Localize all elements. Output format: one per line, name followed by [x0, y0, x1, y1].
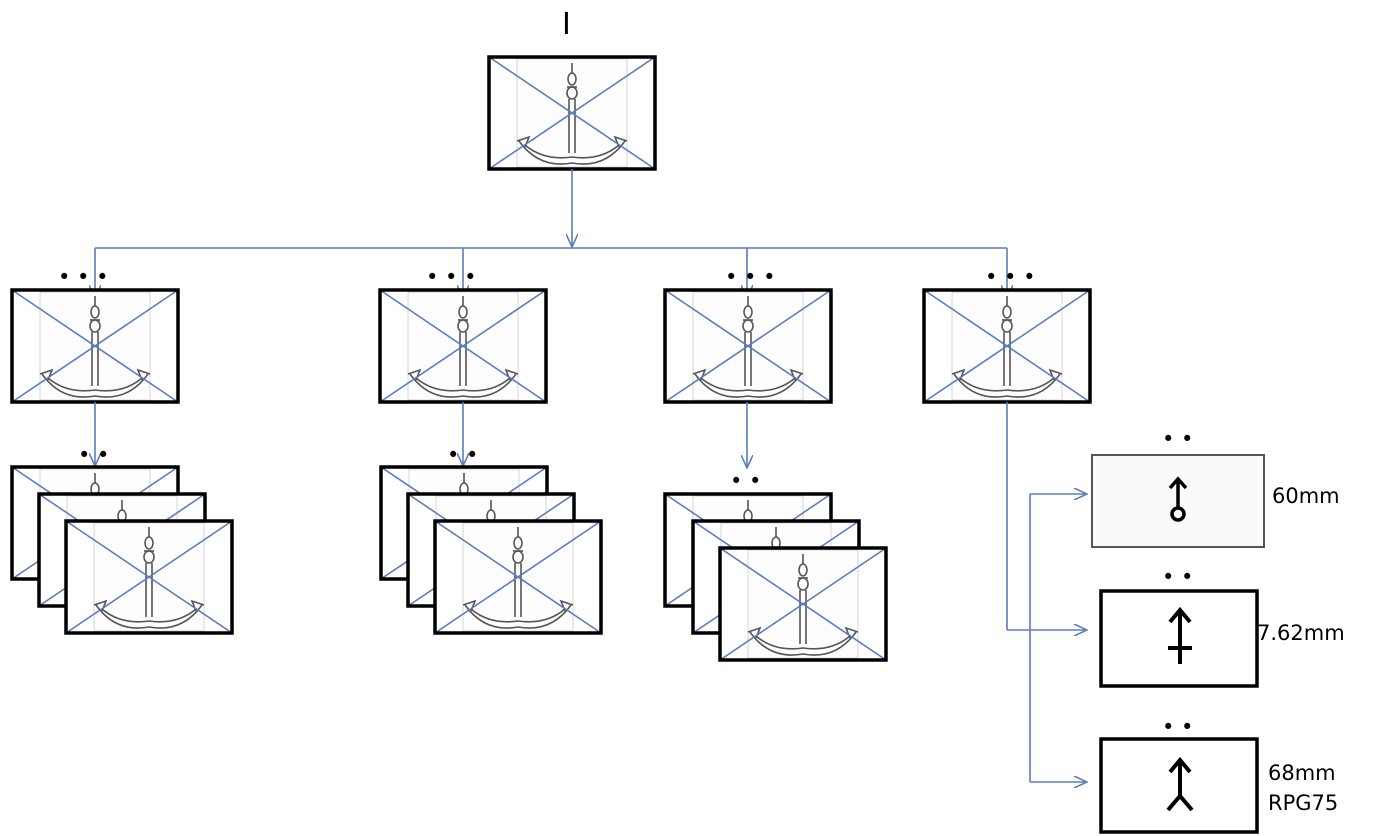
- weapon-label-line-1: 68mm: [1268, 761, 1336, 785]
- echelon-dots: • •: [78, 443, 109, 467]
- anchor-unit-symbol: [378, 288, 548, 404]
- mortar-symbol-icon: [1168, 476, 1188, 522]
- subunit-stack-3: • •: [663, 469, 888, 662]
- weapons-connectors: [1006, 402, 1087, 782]
- weapon-60mm: • • 60mm: [1091, 427, 1340, 548]
- weapon-68mm-rpg75: • • 68mm RPG75: [1099, 715, 1338, 834]
- child-unit-2: • • •: [378, 265, 548, 404]
- anchor-unit-symbol: [718, 546, 888, 662]
- echelon-dots: • • •: [58, 265, 109, 289]
- echelon-dots: • •: [1162, 715, 1193, 739]
- machine-gun-symbol-icon: [1168, 606, 1192, 664]
- subunit-connectors: [95, 402, 747, 468]
- subunit-stack-1: • •: [10, 443, 234, 635]
- weapon-label: 60mm: [1272, 484, 1340, 508]
- echelon-dots: • • •: [426, 265, 477, 289]
- root-anchor-unit-symbol: [487, 55, 657, 171]
- weapon-label: 7.62mm: [1257, 621, 1345, 645]
- anchor-unit-symbol: [10, 288, 180, 404]
- child-unit-3: • • •: [663, 265, 833, 404]
- child-unit-4: • • •: [922, 265, 1092, 404]
- root-echelon-mark: I: [562, 7, 571, 42]
- connector-lines: [95, 169, 1007, 298]
- echelon-dots: • •: [1162, 565, 1193, 589]
- anchor-unit-symbol: [64, 519, 234, 635]
- child-unit-1: • • •: [10, 265, 180, 404]
- anchor-unit-symbol: [433, 519, 603, 635]
- echelon-dots: • • •: [985, 265, 1036, 289]
- echelon-dots: • • •: [725, 265, 776, 289]
- anchor-unit-symbol: [922, 288, 1092, 404]
- echelon-dots: • •: [1162, 427, 1193, 451]
- weapon-label-line-2: RPG75: [1268, 791, 1338, 815]
- weapon-7-62mm: • • 7.62mm: [1099, 565, 1345, 688]
- anchor-unit-symbol: [663, 288, 833, 404]
- echelon-dots: • •: [730, 469, 761, 493]
- subunit-stack-2: • •: [379, 443, 603, 635]
- echelon-dots: • •: [447, 443, 478, 467]
- rocket-launcher-symbol-icon: [1166, 756, 1194, 812]
